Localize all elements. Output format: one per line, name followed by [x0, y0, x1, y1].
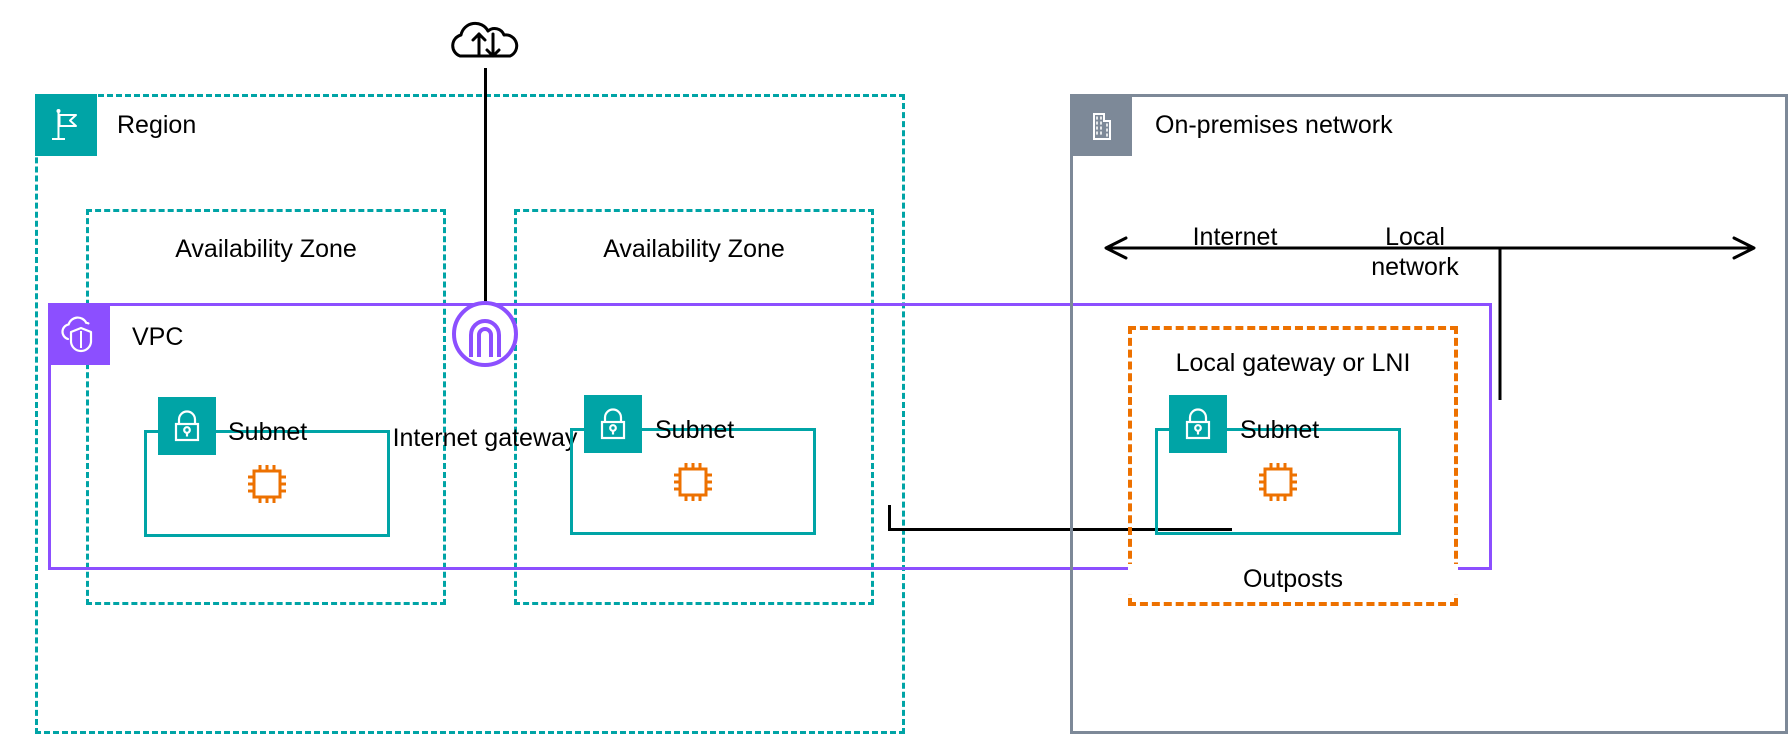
internet-to-gateway-line	[484, 68, 487, 312]
subnet-3-ec2-instance-icon	[1254, 458, 1302, 506]
availability-zone-1-container	[86, 209, 446, 605]
subnet-3-container	[1155, 428, 1401, 535]
corporate-building-icon	[1070, 94, 1132, 156]
internet-gateway-label: Internet gateway	[392, 424, 578, 452]
vpc-label: VPC	[132, 323, 184, 351]
subnet-1-lock-icon	[158, 397, 216, 455]
local-network-direction-label: Local network	[1300, 222, 1530, 282]
subnet-to-outposts-connector-stub	[888, 505, 891, 530]
vpc-cloud-icon	[48, 303, 110, 365]
on-premises-network-label: On-premises network	[1155, 111, 1393, 139]
internet-cloud-arrows-icon	[446, 12, 526, 68]
internet-gateway-icon	[450, 299, 520, 369]
subnet-3-label: Subnet	[1240, 416, 1320, 444]
local-network-label-line2: network	[1371, 253, 1459, 281]
local-gateway-label: Local gateway or LNI	[1175, 349, 1411, 377]
subnet-1-label: Subnet	[228, 418, 308, 446]
region-container	[35, 94, 905, 734]
subnet-2-container	[570, 428, 816, 535]
region-flag-icon	[35, 94, 97, 156]
availability-zone-2-label: Availability Zone	[603, 235, 785, 263]
on-premises-network-container	[1070, 94, 1788, 734]
region-label: Region	[117, 111, 197, 139]
subnet-3-lock-icon	[1169, 395, 1227, 453]
vpc-container	[48, 303, 1492, 570]
subnet-2-lock-icon	[584, 395, 642, 453]
subnet-to-outposts-connector	[888, 528, 1232, 531]
local-network-label-line1: Local	[1385, 223, 1445, 251]
internet-direction-label: Internet	[1192, 223, 1278, 251]
subnet-2-ec2-instance-icon	[669, 458, 717, 506]
outposts-label: Outposts	[1128, 564, 1458, 594]
subnet-1-container	[144, 430, 390, 537]
availability-zone-1-label: Availability Zone	[175, 235, 357, 263]
subnet-1-ec2-instance-icon	[243, 460, 291, 508]
outposts-label-text: Outposts	[1242, 565, 1344, 593]
availability-zone-2-container	[514, 209, 874, 605]
outposts-container	[1128, 326, 1458, 606]
subnet-2-label: Subnet	[655, 416, 735, 444]
